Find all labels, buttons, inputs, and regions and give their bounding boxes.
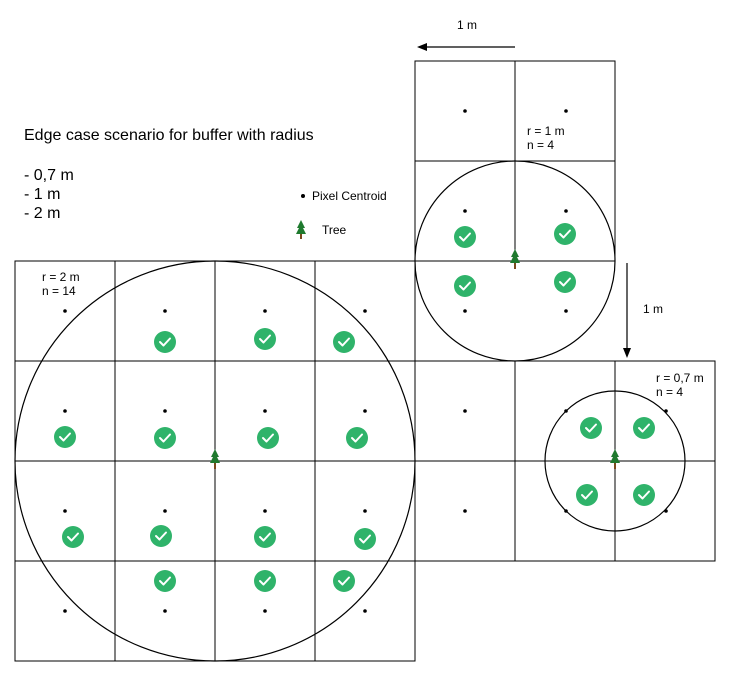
check-icon [257, 427, 279, 449]
buffer-circles [14, 160, 686, 662]
pixel-centroid [63, 309, 67, 313]
check-icon [633, 417, 655, 439]
pixel-centroid [163, 509, 167, 513]
buffer-2m-count-label: n = 14 [42, 284, 76, 298]
pixel-centroid [63, 609, 67, 613]
check-icon [150, 525, 172, 547]
check-icon [154, 331, 176, 353]
scale-arrows [417, 43, 631, 358]
tree-icon [510, 249, 520, 269]
check-icon [254, 328, 276, 350]
pixel-grid [14, 60, 716, 662]
pixel-centroids [63, 109, 668, 613]
page-title: Edge case scenario for buffer with radiu… [24, 127, 314, 144]
pixel-centroid [463, 209, 467, 213]
buffer-1m-count-label: n = 4 [527, 138, 555, 152]
buffer-1m-radius-label: r = 1 m [527, 124, 565, 138]
pixel-centroid [463, 509, 467, 513]
check-icon [254, 526, 276, 548]
check-icon [554, 223, 576, 245]
trees [210, 249, 620, 469]
check-icon [333, 331, 355, 353]
tree-icon [610, 449, 620, 469]
pixel-centroid [363, 409, 367, 413]
tree-legend-icon [296, 220, 306, 239]
pixel-centroid [63, 409, 67, 413]
pixel-centroid [564, 109, 568, 113]
pixel-centroid [664, 409, 668, 413]
pixel-centroid [263, 409, 267, 413]
check-icon [633, 484, 655, 506]
pixel-cell [614, 460, 716, 562]
pixel-centroid [564, 209, 568, 213]
scale-arrowhead-right [623, 348, 631, 358]
check-icon [254, 570, 276, 592]
pixel-centroid-legend-icon [301, 194, 305, 198]
pixel-centroid [564, 509, 568, 513]
check-icon [333, 570, 355, 592]
buffer-07m-radius-label: r = 0,7 m [656, 371, 704, 385]
buffer-circle-1m [414, 160, 616, 362]
scale-label-right: 1 m [643, 302, 664, 316]
check-icon [62, 526, 84, 548]
buffer-circle-2m [14, 260, 416, 662]
pixel-centroid [363, 509, 367, 513]
included-checks [54, 223, 655, 592]
legend-pixel-centroid-label: Pixel Centroid [312, 189, 387, 203]
buffer-07m-count-label: n = 4 [656, 385, 684, 399]
check-icon [154, 427, 176, 449]
pixel-centroid [63, 509, 67, 513]
radius-item: - 2 m [24, 205, 61, 222]
tree-icon [210, 449, 220, 469]
check-icon [54, 426, 76, 448]
pixel-centroid [263, 309, 267, 313]
buffer-2m-radius-label: r = 2 m [42, 270, 80, 284]
scale-arrowhead-top [417, 43, 427, 51]
pixel-cell [314, 560, 416, 662]
radius-item: - 0,7 m [24, 167, 74, 184]
check-icon [576, 484, 598, 506]
pixel-centroid [664, 509, 668, 513]
legend-tree-label: Tree [322, 223, 347, 237]
check-icon [454, 275, 476, 297]
check-icon [354, 528, 376, 550]
buffer-circle-07m [544, 390, 686, 532]
check-icon [454, 226, 476, 248]
scale-label-top: 1 m [457, 18, 478, 32]
check-icon [154, 570, 176, 592]
radius-list: - 0,7 m - 1 m - 2 m [24, 166, 74, 223]
check-icon [554, 271, 576, 293]
pixel-cell [514, 160, 616, 262]
pixel-centroid [564, 409, 568, 413]
pixel-centroid [463, 409, 467, 413]
pixel-centroid [263, 509, 267, 513]
pixel-centroid [363, 609, 367, 613]
pixel-centroid [163, 609, 167, 613]
radius-item: - 1 m [24, 186, 61, 203]
pixel-centroid [163, 309, 167, 313]
pixel-centroid [363, 309, 367, 313]
check-icon [346, 427, 368, 449]
pixel-centroid [463, 309, 467, 313]
pixel-centroid [463, 109, 467, 113]
pixel-centroid [263, 609, 267, 613]
check-icon [580, 417, 602, 439]
pixel-centroid [163, 409, 167, 413]
pixel-centroid [564, 309, 568, 313]
